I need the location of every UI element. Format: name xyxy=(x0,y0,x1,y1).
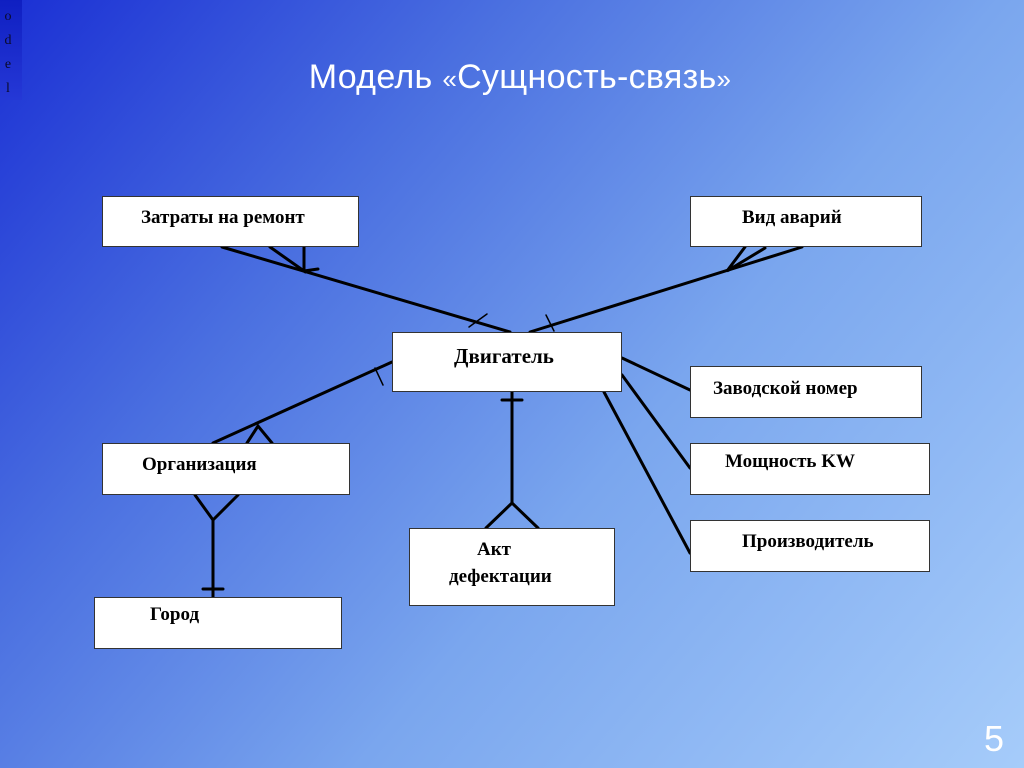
title-main: Модель xyxy=(308,58,433,96)
tick-repair xyxy=(468,313,488,328)
corner-strip: o d e l xyxy=(0,0,22,100)
entity-defect-act-label-line2: дефектации xyxy=(449,566,552,587)
link-engine-manufacturer xyxy=(602,390,692,555)
crowfoot-defect xyxy=(484,500,540,530)
entity-repair-costs: Затраты на ремонт xyxy=(102,196,359,247)
entity-defect-act-label-line1: Акт xyxy=(477,539,512,560)
entity-serial-number-label: Заводской номер xyxy=(713,378,858,399)
entity-city-label: Город xyxy=(150,604,200,625)
slide-title: Модель «Сущность-связь» xyxy=(0,58,1024,97)
corner-letter: l xyxy=(6,81,10,96)
link-engine-power xyxy=(620,373,692,470)
tick-organization xyxy=(374,367,384,386)
entity-power-label: Мощность KW xyxy=(725,451,856,472)
slide-number: 5 xyxy=(983,718,1004,759)
entity-engine: Двигатель xyxy=(392,332,622,392)
entity-city: Город xyxy=(94,597,342,649)
title-open-quote: « xyxy=(442,64,458,94)
link-engine-organization xyxy=(211,360,394,445)
tick-accident xyxy=(545,314,555,332)
entity-organization-label: Организация xyxy=(142,454,257,475)
entity-organization: Организация xyxy=(102,443,350,495)
corner-letter: o xyxy=(4,9,12,24)
crowfoot-organization xyxy=(245,423,274,445)
corner-letter: e xyxy=(4,57,12,72)
entity-manufacturer: Производитель xyxy=(690,520,930,572)
link-engine-serial xyxy=(620,356,692,392)
entity-repair-costs-label: Затраты на ремонт xyxy=(141,207,305,228)
crowfoot-city xyxy=(193,493,240,523)
crowfoot-accident xyxy=(725,245,767,273)
entity-serial-number: Заводской номер xyxy=(690,366,922,418)
entity-engine-label: Двигатель xyxy=(454,344,554,368)
entity-accident-type-label: Вид аварий xyxy=(742,207,842,228)
entity-defect-act: Акт дефектации xyxy=(409,528,615,606)
title-close-quote: » xyxy=(716,64,732,94)
title-term: Сущность-связь xyxy=(457,58,717,96)
entity-power: Мощность KW xyxy=(690,443,930,495)
entity-accident-type: Вид аварий xyxy=(690,196,922,247)
link-repair-engine xyxy=(220,245,512,334)
link-accident-engine xyxy=(528,245,804,334)
entity-manufacturer-label: Производитель xyxy=(742,531,874,552)
corner-letter: d xyxy=(4,33,12,48)
